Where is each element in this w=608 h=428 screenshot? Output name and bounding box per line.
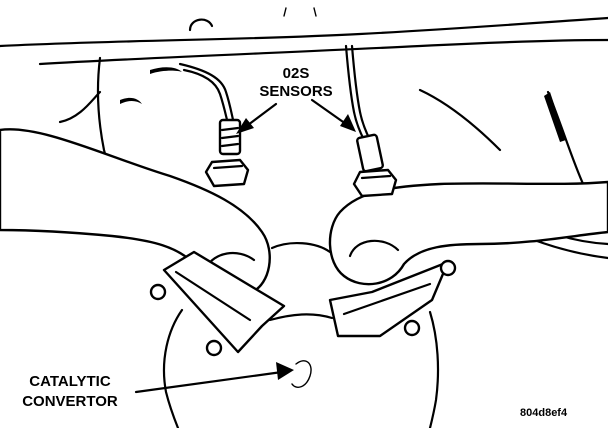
catalytic-label-line2: CONVERTOR — [22, 393, 118, 410]
left-o2-sensor — [204, 118, 250, 188]
sensors-callout-arrows — [236, 98, 356, 134]
figure-code: 804d8ef4 — [520, 407, 568, 419]
catalytic-label-line1: CATALYTIC — [29, 373, 111, 390]
left-flange — [149, 250, 286, 357]
sensor-wires — [178, 44, 372, 142]
sensors-label-line1: 02S — [283, 65, 310, 82]
sensors-label-line2: SENSORS — [259, 83, 332, 100]
catalytic-converter — [162, 242, 440, 428]
right-o2-sensor — [352, 133, 398, 198]
catalytic-callout-arrow — [134, 362, 294, 394]
right-exhaust-pipe — [328, 180, 608, 286]
right-flange — [328, 259, 457, 338]
